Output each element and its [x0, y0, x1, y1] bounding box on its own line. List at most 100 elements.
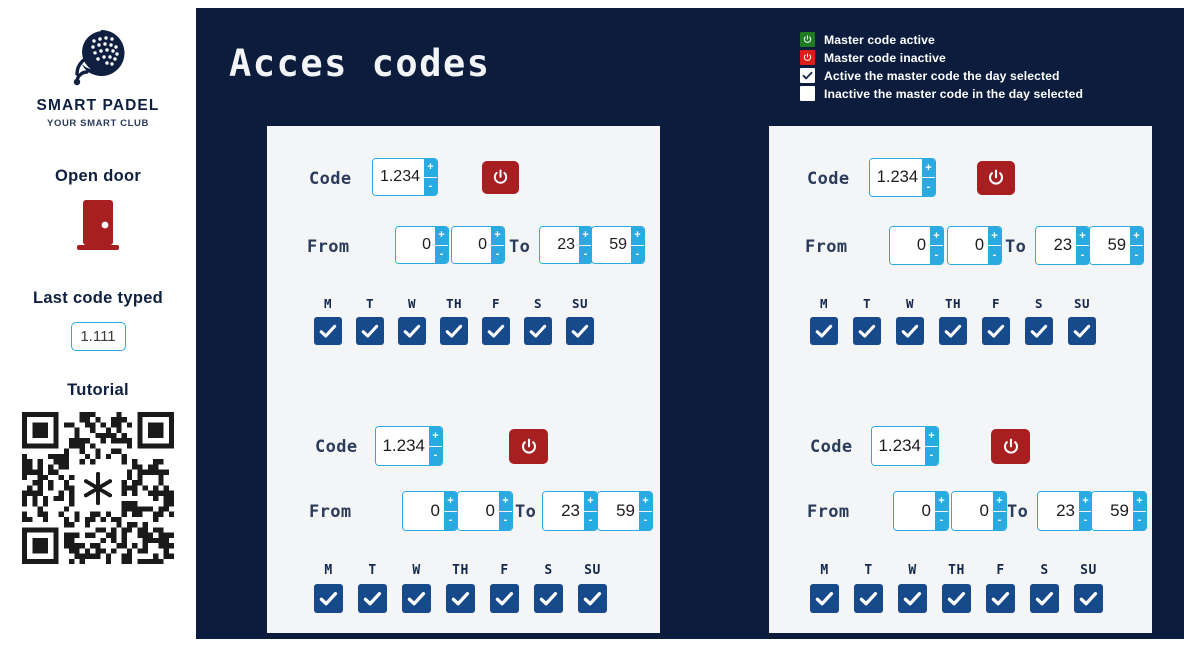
day-checkbox-th[interactable] — [440, 317, 468, 345]
to-minute-spinner-increment[interactable]: + — [1133, 492, 1146, 512]
from-minute-spinner-increment[interactable]: + — [988, 227, 1001, 246]
code-spinner-increment[interactable]: + — [424, 159, 437, 178]
from-minute-spinner-increment[interactable]: + — [499, 492, 512, 512]
to-hour-spinner-increment[interactable]: + — [1079, 492, 1092, 512]
from-minute-spinner[interactable]: 0+- — [451, 226, 505, 264]
code-spinner-steppers[interactable]: +- — [922, 159, 935, 196]
to-hour-spinner[interactable]: 23+- — [542, 491, 598, 531]
code-spinner-decrement[interactable]: - — [428, 179, 433, 192]
to-minute-spinner-steppers[interactable]: +- — [1133, 492, 1146, 530]
day-checkbox-su[interactable] — [1074, 584, 1103, 613]
day-checkbox-w[interactable] — [896, 317, 924, 345]
day-checkbox-su[interactable] — [578, 584, 607, 613]
from-minute-spinner-decrement[interactable]: - — [997, 514, 1002, 527]
day-checkbox-th[interactable] — [942, 584, 971, 613]
day-checkbox-th[interactable] — [446, 584, 475, 613]
day-checkbox-m[interactable] — [314, 317, 342, 345]
code-spinner-decrement[interactable]: - — [929, 449, 934, 462]
from-minute-spinner[interactable]: 0+- — [457, 491, 513, 531]
from-hour-spinner-steppers[interactable]: +- — [930, 227, 943, 264]
day-checkbox-s[interactable] — [1025, 317, 1053, 345]
from-hour-spinner-decrement[interactable]: - — [934, 248, 939, 261]
power-toggle-button[interactable] — [991, 429, 1030, 464]
day-checkbox-s[interactable] — [1030, 584, 1059, 613]
day-checkbox-t[interactable] — [358, 584, 387, 613]
to-minute-spinner-decrement[interactable]: - — [1134, 248, 1139, 261]
power-toggle-button[interactable] — [482, 161, 519, 194]
to-hour-spinner-increment[interactable]: + — [1076, 227, 1089, 246]
code-spinner-steppers[interactable]: +- — [429, 427, 442, 465]
from-hour-spinner-steppers[interactable]: +- — [435, 227, 448, 263]
to-minute-spinner-decrement[interactable]: - — [643, 514, 648, 527]
day-checkbox-th[interactable] — [939, 317, 967, 345]
from-minute-spinner-decrement[interactable]: - — [503, 514, 508, 527]
day-checkbox-t[interactable] — [854, 584, 883, 613]
to-hour-spinner[interactable]: 23+- — [539, 226, 593, 264]
day-checkbox-su[interactable] — [1068, 317, 1096, 345]
code-spinner[interactable]: 1.234+- — [871, 426, 939, 466]
from-minute-spinner-steppers[interactable]: +- — [491, 227, 504, 263]
code-spinner[interactable]: 1.234+- — [375, 426, 443, 466]
to-minute-spinner-steppers[interactable]: +- — [631, 227, 644, 263]
to-minute-spinner[interactable]: 59+- — [1091, 491, 1147, 531]
day-checkbox-f[interactable] — [986, 584, 1015, 613]
from-minute-spinner-steppers[interactable]: +- — [988, 227, 1001, 264]
code-spinner-increment[interactable]: + — [429, 427, 442, 447]
day-checkbox-t[interactable] — [853, 317, 881, 345]
day-checkbox-t[interactable] — [356, 317, 384, 345]
to-hour-spinner-decrement[interactable]: - — [1083, 514, 1088, 527]
from-hour-spinner-increment[interactable]: + — [930, 227, 943, 246]
to-minute-spinner-steppers[interactable]: +- — [639, 492, 652, 530]
to-hour-spinner-decrement[interactable]: - — [583, 247, 588, 260]
to-hour-spinner[interactable]: 23+- — [1037, 491, 1093, 531]
day-checkbox-su[interactable] — [566, 317, 594, 345]
from-minute-spinner[interactable]: 0+- — [951, 491, 1007, 531]
day-checkbox-f[interactable] — [482, 317, 510, 345]
to-hour-spinner-steppers[interactable]: +- — [584, 492, 597, 530]
from-hour-spinner[interactable]: 0+- — [893, 491, 949, 531]
to-hour-spinner[interactable]: 23+- — [1035, 226, 1090, 265]
from-hour-spinner[interactable]: 0+- — [395, 226, 449, 264]
to-minute-spinner[interactable]: 59+- — [597, 491, 653, 531]
day-checkbox-m[interactable] — [810, 317, 838, 345]
from-minute-spinner-increment[interactable]: + — [993, 492, 1006, 512]
from-hour-spinner[interactable]: 0+- — [402, 491, 458, 531]
code-spinner-steppers[interactable]: +- — [424, 159, 437, 195]
from-hour-spinner-decrement[interactable]: - — [448, 514, 453, 527]
power-toggle-button[interactable] — [977, 161, 1015, 195]
code-spinner-decrement[interactable]: - — [926, 180, 931, 193]
day-checkbox-w[interactable] — [898, 584, 927, 613]
from-minute-spinner-decrement[interactable]: - — [992, 248, 997, 261]
from-hour-spinner[interactable]: 0+- — [889, 226, 944, 265]
from-minute-spinner-decrement[interactable]: - — [495, 247, 500, 260]
from-hour-spinner-increment[interactable]: + — [435, 227, 448, 246]
to-hour-spinner-decrement[interactable]: - — [1080, 248, 1085, 261]
to-minute-spinner-increment[interactable]: + — [1130, 227, 1143, 246]
power-toggle-button[interactable] — [509, 429, 548, 464]
to-minute-spinner-decrement[interactable]: - — [1137, 514, 1142, 527]
from-hour-spinner-steppers[interactable]: +- — [935, 492, 948, 530]
code-spinner-steppers[interactable]: +- — [925, 427, 938, 465]
from-hour-spinner-decrement[interactable]: - — [939, 514, 944, 527]
to-hour-spinner-steppers[interactable]: +- — [1076, 227, 1089, 264]
day-checkbox-s[interactable] — [534, 584, 563, 613]
code-spinner[interactable]: 1.234+- — [372, 158, 438, 196]
to-minute-spinner-decrement[interactable]: - — [635, 247, 640, 260]
door-icon[interactable] — [68, 198, 128, 257]
day-checkbox-s[interactable] — [524, 317, 552, 345]
from-minute-spinner[interactable]: 0+- — [947, 226, 1002, 265]
day-checkbox-m[interactable] — [810, 584, 839, 613]
to-hour-spinner-steppers[interactable]: +- — [1079, 492, 1092, 530]
to-hour-spinner-steppers[interactable]: +- — [579, 227, 592, 263]
to-minute-spinner-increment[interactable]: + — [631, 227, 644, 246]
from-minute-spinner-increment[interactable]: + — [491, 227, 504, 246]
to-minute-spinner-steppers[interactable]: +- — [1130, 227, 1143, 264]
day-checkbox-f[interactable] — [982, 317, 1010, 345]
day-checkbox-w[interactable] — [398, 317, 426, 345]
to-hour-spinner-increment[interactable]: + — [584, 492, 597, 512]
code-spinner-increment[interactable]: + — [925, 427, 938, 447]
to-minute-spinner[interactable]: 59+- — [1089, 226, 1144, 265]
code-spinner[interactable]: 1.234+- — [869, 158, 936, 197]
day-checkbox-f[interactable] — [490, 584, 519, 613]
from-hour-spinner-increment[interactable]: + — [935, 492, 948, 512]
